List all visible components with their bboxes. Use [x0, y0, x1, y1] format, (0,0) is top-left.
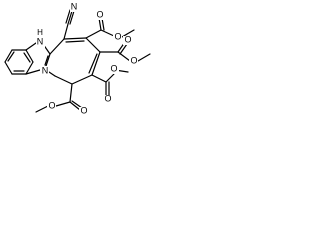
ring-nitrogen-label: N: [42, 65, 49, 75]
ester-middle-carbonyl-oxygen: O: [124, 34, 131, 44]
ester-bottom-left: [35, 83, 83, 113]
ester-lower-carbonyl-oxygen: O: [104, 93, 111, 103]
ester-top-ether-oxygen: O: [114, 31, 121, 41]
ester-top-carbonyl-oxygen: O: [96, 9, 103, 19]
ester-bottom-ether-oxygen: O: [48, 100, 55, 110]
nh-hydrogen-label: H: [37, 28, 43, 37]
ester-lower-ether-oxygen: O: [110, 63, 117, 73]
cyano-nitrogen-label: N: [71, 1, 78, 11]
nh-atom-label: N: [37, 36, 44, 46]
benzene-ring: [4, 49, 34, 75]
ester-bottom-carbonyl-oxygen: O: [80, 105, 87, 115]
ester-middle-ether-oxygen: O: [130, 55, 137, 65]
atom-labels: N H N N O O O O O O O O: [36, 1, 138, 116]
imidazole-ring: [25, 42, 51, 75]
cyano-group: [63, 9, 75, 40]
molecule-diagram: N H N N O O O O O O O O: [4, 1, 151, 116]
ester-top-right: [85, 17, 135, 39]
azepine-ring: [48, 37, 101, 85]
